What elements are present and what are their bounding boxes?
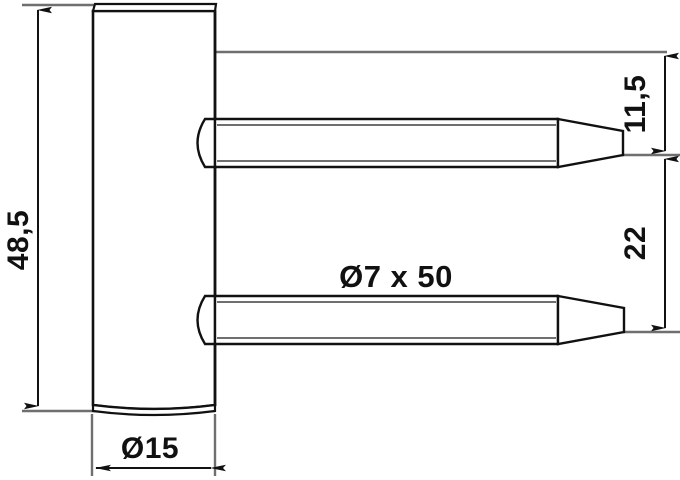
dimension-upper-offset: 11,5 <box>619 52 679 186</box>
upper-pin-shank <box>213 117 560 169</box>
dimension-label-plate-width: Ø15 <box>121 432 179 465</box>
mounting-plate-bottom-face <box>91 403 217 417</box>
lower-pin-tip <box>556 294 626 346</box>
lower-pin-shank <box>213 294 560 346</box>
dimension-label-overall-height: 48,5 <box>2 210 35 270</box>
upper-pin-root-cap <box>196 117 217 169</box>
mounting-plate-body <box>91 9 217 411</box>
annotation-pin-spec: Ø7 x 50 <box>339 259 453 294</box>
dimension-pin-spacing: 22 <box>619 160 666 332</box>
upper-pin <box>196 117 625 169</box>
dimension-label-pin-spacing: 22 <box>619 226 652 260</box>
lower-pin <box>196 294 626 346</box>
mounting-plate-top-face <box>91 2 218 13</box>
dimension-overall-height: 48,5 <box>2 6 52 410</box>
dimension-label-upper-offset: 11,5 <box>619 75 652 134</box>
mounting-plate <box>91 2 218 417</box>
lower-pin-root-cap <box>196 294 217 346</box>
dimension-plate-width: Ø15 <box>95 432 226 472</box>
upper-pin-tip <box>556 117 625 169</box>
